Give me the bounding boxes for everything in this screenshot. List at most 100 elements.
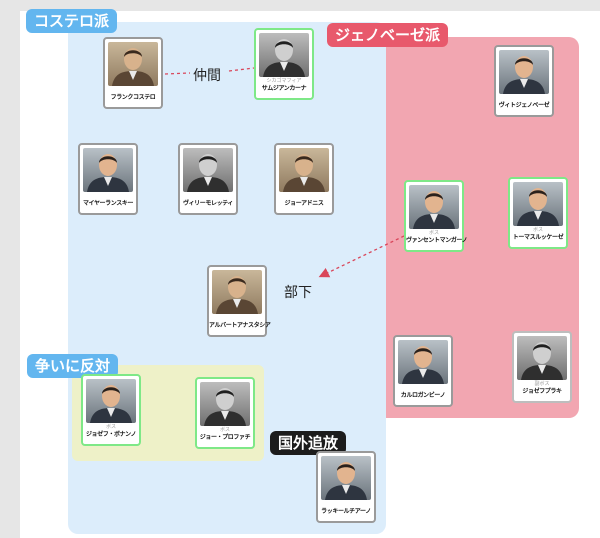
person-name: アルバートアナスタシア — [209, 322, 271, 329]
portrait-collar — [300, 177, 308, 186]
portrait-hair — [228, 278, 246, 285]
portrait-genovese — [499, 50, 549, 94]
person-role: ボス — [428, 230, 439, 236]
person-name: ラッキールチアーノ — [321, 508, 371, 515]
portrait-silhouette — [413, 191, 455, 229]
person-name: マイヤーランスキー — [82, 200, 134, 207]
portrait-hair — [533, 344, 551, 351]
edge-mangano-buka — [318, 235, 405, 278]
portrait-collar — [419, 369, 427, 378]
portrait-hair — [337, 464, 355, 471]
portrait-silhouette — [216, 276, 258, 314]
person-card-moretti[interactable]: ヴィリーモレッティ — [178, 143, 238, 215]
exile-label: 国外追放 — [270, 431, 347, 455]
portrait-silhouette — [90, 385, 132, 423]
genovese-faction-label: ジェノベーゼ派 — [327, 23, 449, 47]
relation-nakama-label: 仲間 — [193, 68, 221, 84]
left-strip — [0, 0, 20, 538]
person-role: ボス — [105, 424, 116, 430]
portrait-silhouette — [402, 346, 444, 384]
person-card-lucchese[interactable]: ボス トーマスルッケーゼ — [508, 177, 568, 249]
portrait-silhouette — [503, 56, 545, 94]
portrait-collar — [129, 71, 137, 80]
edge-nakama-giancana — [228, 67, 255, 72]
person-card-lansky[interactable]: マイヤーランスキー — [78, 143, 138, 215]
portrait-silhouette — [112, 48, 154, 86]
portrait-moretti — [183, 148, 233, 192]
person-role: ボス — [219, 427, 230, 433]
portrait-hair — [99, 156, 117, 163]
person-card-anastasia[interactable]: アルバートアナスタシア — [207, 265, 271, 337]
portrait-costello — [108, 42, 158, 86]
portrait-hair — [199, 156, 217, 163]
portrait-collar — [520, 79, 528, 88]
portrait-hair — [275, 41, 293, 48]
portrait-giancana — [259, 33, 309, 77]
person-card-adonis[interactable]: ジョーアドニス — [274, 143, 334, 215]
person-name: サムジアンカーナ — [261, 85, 307, 92]
portrait-anastasia — [212, 270, 262, 314]
portrait-hair — [414, 348, 432, 355]
person-role: シカゴマフィア — [266, 78, 302, 84]
portrait-luciano — [321, 456, 371, 500]
portrait-collar — [107, 408, 115, 417]
portrait-hair — [102, 387, 120, 394]
person-card-profaci2[interactable]: 副ボス ジョゼフプラキ — [512, 331, 572, 403]
person-card-genovese[interactable]: ヴィトジェノベーゼ — [494, 45, 554, 117]
portrait-silhouette — [263, 39, 305, 77]
portrait-collar — [104, 177, 112, 186]
portrait-hair — [425, 193, 443, 200]
portrait-silhouette — [187, 154, 229, 192]
portrait-hair — [515, 58, 533, 65]
portrait-profaci2 — [517, 336, 567, 380]
portrait-bonanno — [86, 379, 136, 423]
person-role: 副ボス — [534, 381, 550, 387]
portrait-profaci — [200, 382, 250, 426]
portrait-collar — [430, 214, 438, 223]
portrait-silhouette — [517, 188, 559, 226]
person-role: ボス — [532, 227, 543, 233]
portrait-collar — [538, 365, 546, 374]
portrait-collar — [534, 211, 542, 220]
portrait-collar — [221, 411, 229, 420]
portrait-silhouette — [87, 154, 129, 192]
person-card-bonanno[interactable]: ボス ジョゼフ・ボナンノ — [81, 374, 141, 446]
portrait-collar — [342, 485, 350, 494]
portrait-silhouette — [325, 462, 367, 500]
person-name: ジョーアドニス — [284, 200, 324, 207]
portrait-lucchese — [513, 182, 563, 226]
top-strip — [0, 0, 600, 11]
person-card-profaci[interactable]: ボス ジョー・プロファチ — [195, 377, 255, 449]
portrait-mangano — [409, 185, 459, 229]
portrait-silhouette — [521, 342, 563, 380]
person-name: ヴァンセントマンガーノ — [406, 237, 468, 244]
person-card-gambino[interactable]: カルロガンビーノ — [393, 335, 453, 407]
portrait-hair — [124, 50, 142, 57]
person-card-giancana[interactable]: シカゴマフィア サムジアンカーナ — [254, 28, 314, 100]
person-card-luciano[interactable]: ラッキールチアーノ — [316, 451, 376, 523]
person-name: ジョゼフプラキ — [522, 388, 562, 395]
portrait-gambino — [398, 340, 448, 384]
portrait-lansky — [83, 148, 133, 192]
person-name: ジョー・プロファチ — [199, 434, 251, 441]
portrait-collar — [204, 177, 212, 186]
person-name: フランクコステロ — [110, 94, 156, 101]
person-name: カルロガンビーノ — [400, 392, 446, 399]
portrait-hair — [295, 156, 313, 163]
person-name: ヴィリーモレッティ — [182, 200, 234, 207]
edge-costello-nakama — [164, 72, 191, 75]
portrait-silhouette — [283, 154, 325, 192]
portrait-silhouette — [204, 388, 246, 426]
person-name: ヴィトジェノベーゼ — [498, 102, 550, 109]
portrait-collar — [280, 62, 288, 71]
relation-buka-label: 部下 — [284, 285, 312, 301]
oppose-conflict-label: 争いに反対 — [27, 354, 119, 378]
person-card-mangano[interactable]: ボス ヴァンセントマンガーノ — [404, 180, 468, 252]
person-name: トーマスルッケーゼ — [512, 234, 564, 241]
portrait-collar — [233, 299, 241, 308]
portrait-hair — [529, 190, 547, 197]
portrait-adonis — [279, 148, 329, 192]
person-card-costello[interactable]: フランクコステロ — [103, 37, 163, 109]
